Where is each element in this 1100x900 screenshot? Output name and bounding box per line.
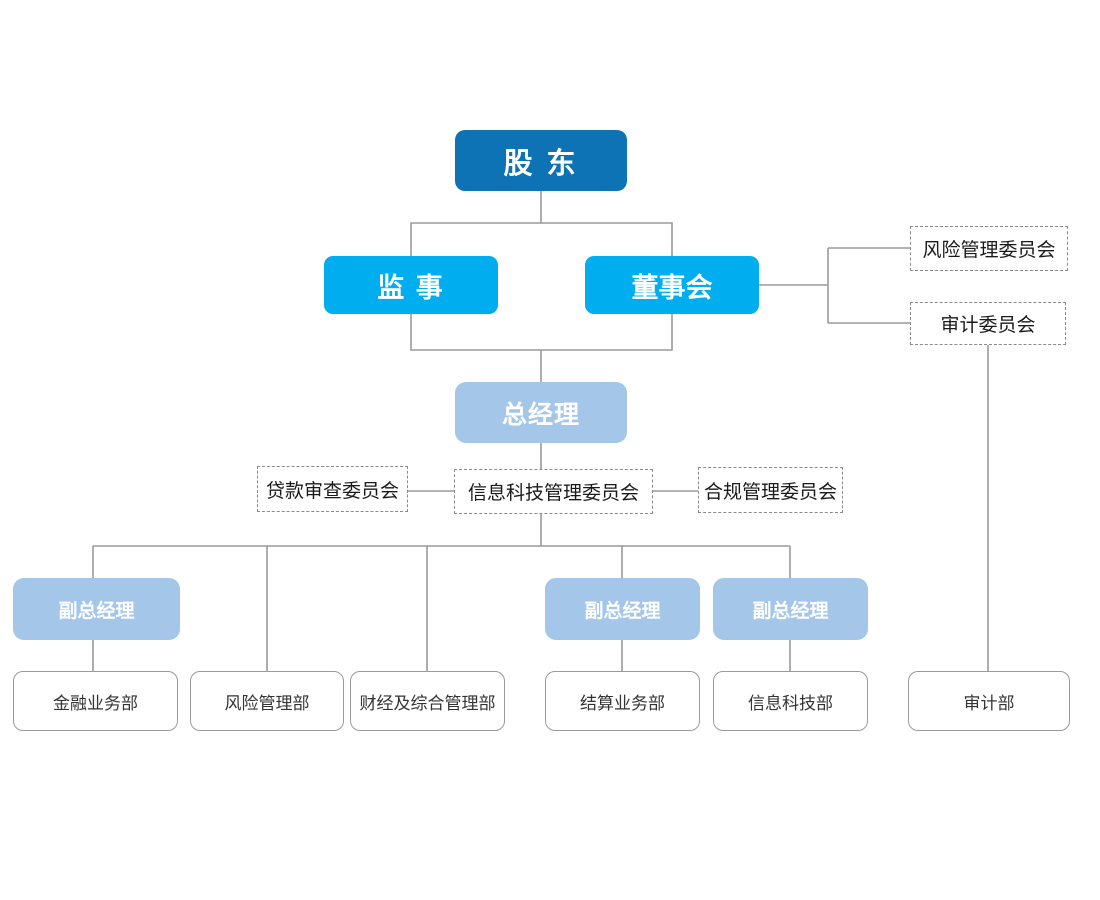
connector xyxy=(92,640,791,671)
node-dept-audit-label: 审计部 xyxy=(963,693,1015,713)
node-deputy-general-manager-2: 副总经理 xyxy=(545,578,700,640)
node-deputy-general-manager-3: 副总经理 xyxy=(713,578,868,640)
node-risk-management-committee: 风险管理委员会 xyxy=(910,226,1068,271)
node-dept-it-label: 信息科技部 xyxy=(748,693,833,713)
node-deputy-general-manager-1: 副总经理 xyxy=(13,578,180,640)
node-dept-financial-business: 金融业务部 xyxy=(13,671,178,731)
node-dept-risk-management-label: 风险管理部 xyxy=(224,693,310,713)
node-it-management-committee: 信息科技管理委员会 xyxy=(454,469,653,514)
node-deputy-gm-1-label: 副总经理 xyxy=(58,600,135,622)
node-shareholders-label: 股 东 xyxy=(503,147,579,180)
node-dept-finance-admin-label: 财经及综合管理部 xyxy=(359,693,496,713)
node-supervisor-label: 监 事 xyxy=(377,272,445,303)
node-dept-financial-business-label: 金融业务部 xyxy=(53,693,138,713)
node-loan-review-committee: 贷款审查委员会 xyxy=(257,466,408,512)
node-shareholders: 股 东 xyxy=(455,130,627,191)
node-general-manager: 总经理 xyxy=(455,382,627,443)
node-dept-it: 信息科技部 xyxy=(713,671,868,731)
node-dept-audit: 审计部 xyxy=(908,671,1070,731)
node-audit-committee-label: 审计委员会 xyxy=(940,315,1036,336)
connector xyxy=(759,247,910,324)
node-supervisor: 监 事 xyxy=(324,256,498,314)
node-compliance-committee: 合规管理委员会 xyxy=(698,467,843,513)
node-board-of-directors: 董事会 xyxy=(585,256,759,314)
node-dept-settlement-label: 结算业务部 xyxy=(580,693,665,713)
node-deputy-gm-2-label: 副总经理 xyxy=(584,600,661,622)
node-loan-review-committee-label: 贷款审查委员会 xyxy=(265,480,399,502)
node-risk-committee-label: 风险管理委员会 xyxy=(922,240,1056,261)
node-general-manager-label: 总经理 xyxy=(501,400,580,429)
node-audit-committee: 审计委员会 xyxy=(910,302,1066,345)
node-dept-settlement: 结算业务部 xyxy=(545,671,700,731)
node-dept-risk-management: 风险管理部 xyxy=(190,671,344,731)
node-dept-finance-admin: 财经及综合管理部 xyxy=(350,671,505,731)
node-board-label: 董事会 xyxy=(631,272,713,303)
node-compliance-committee-label: 合规管理委员会 xyxy=(703,481,837,503)
node-it-management-committee-label: 信息科技管理委员会 xyxy=(467,483,639,504)
node-deputy-gm-3-label: 副总经理 xyxy=(752,600,829,622)
connector xyxy=(92,546,791,671)
